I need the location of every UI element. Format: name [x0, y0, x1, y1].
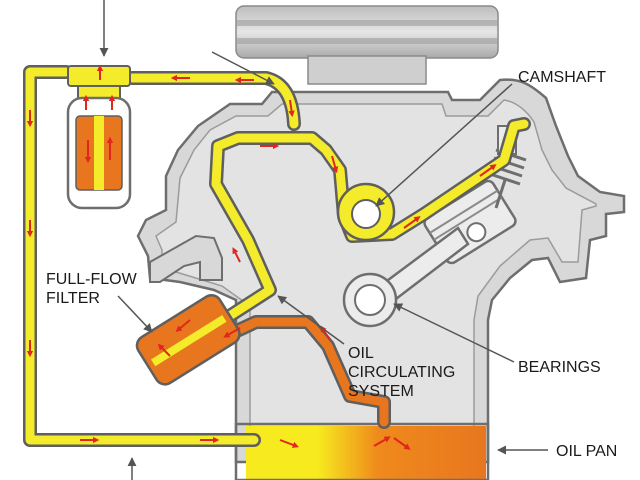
bearings-label: BEARINGS	[518, 359, 601, 376]
oil-system-label: OIL CIRCULATING SYSTEM	[348, 345, 456, 400]
oil-pan	[234, 422, 490, 480]
bypass-filter	[66, 65, 132, 210]
pointer-lines	[99, 0, 548, 480]
crank-bearing	[342, 272, 398, 328]
flow-arrows	[26, 64, 497, 450]
full-flow-filter	[135, 293, 241, 386]
camshaft	[336, 182, 396, 242]
oil-pan-label: OIL PAN	[556, 443, 618, 460]
filter-label: FULL-FLOW FILTER	[46, 271, 137, 307]
camshaft-label: CAMSHAFT	[518, 69, 606, 86]
pulley	[235, 5, 499, 85]
